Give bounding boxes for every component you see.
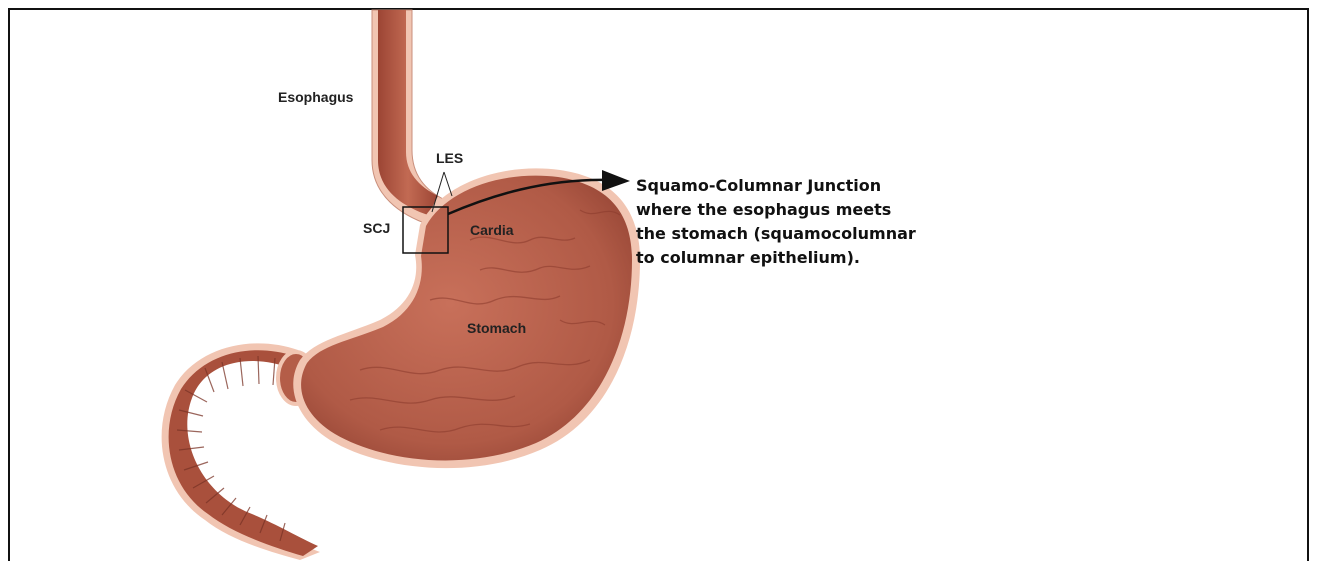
esophagus-tube	[372, 10, 445, 225]
cardia-label: Cardia	[470, 222, 514, 238]
scj-annotation: Squamo-Columnar Junction where the esoph…	[636, 174, 966, 270]
annotation-line: to columnar epithelium).	[636, 246, 966, 270]
esophagus-label: Esophagus	[278, 89, 353, 105]
annotation-line: where the esophagus meets	[636, 198, 966, 222]
scj-label: SCJ	[363, 220, 390, 236]
stomach-label: Stomach	[467, 320, 526, 336]
les-label: LES	[436, 150, 463, 166]
annotation-line: Squamo-Columnar Junction	[636, 174, 966, 198]
stomach-body	[293, 168, 640, 468]
annotation-line: the stomach (squamocolumnar	[636, 222, 966, 246]
